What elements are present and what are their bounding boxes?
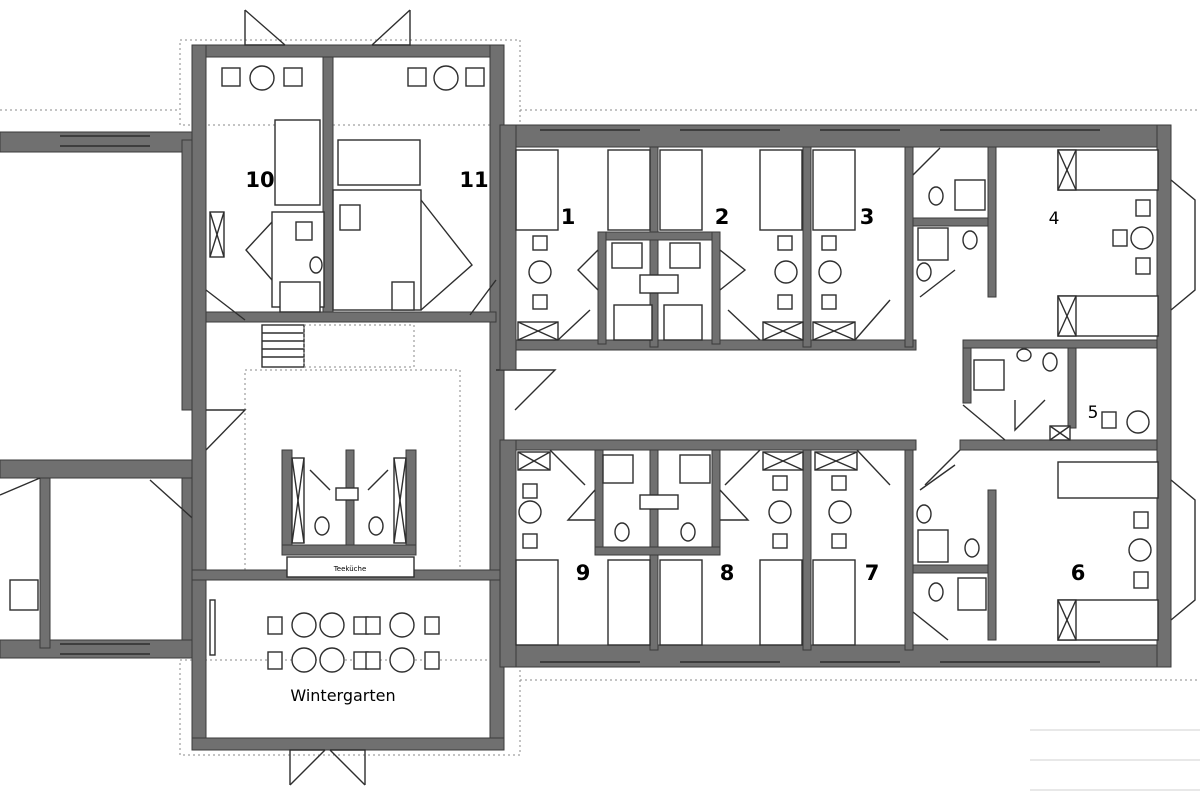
room-number-1: 1	[561, 205, 576, 229]
right-wing	[499, 124, 1196, 668]
outline-dotted	[0, 39, 1200, 756]
lower-rooms	[515, 449, 997, 651]
room-number-10: 10	[245, 168, 274, 192]
room-number-3: 3	[860, 205, 875, 229]
upper-rooms	[515, 146, 997, 348]
toilet-block: Teeküche	[281, 449, 417, 578]
room-number-4: 4	[1049, 209, 1060, 229]
left-wing	[0, 131, 203, 659]
stamp-area	[1030, 729, 1200, 791]
room-number-11: 11	[459, 168, 488, 192]
label-teekueche: Teeküche	[333, 565, 367, 573]
room-number-9: 9	[576, 561, 591, 585]
room-number-8: 8	[720, 561, 735, 585]
room-number-2: 2	[715, 205, 730, 229]
room-number-7: 7	[865, 561, 880, 585]
room-number-6: 6	[1071, 561, 1086, 585]
room-number-5: 5	[1088, 403, 1099, 423]
wintergarten: Wintergarten	[209, 599, 440, 786]
label-wintergarten: Wintergarten	[290, 686, 395, 705]
rooms-4-5	[962, 149, 1159, 441]
room-6	[924, 449, 1159, 641]
